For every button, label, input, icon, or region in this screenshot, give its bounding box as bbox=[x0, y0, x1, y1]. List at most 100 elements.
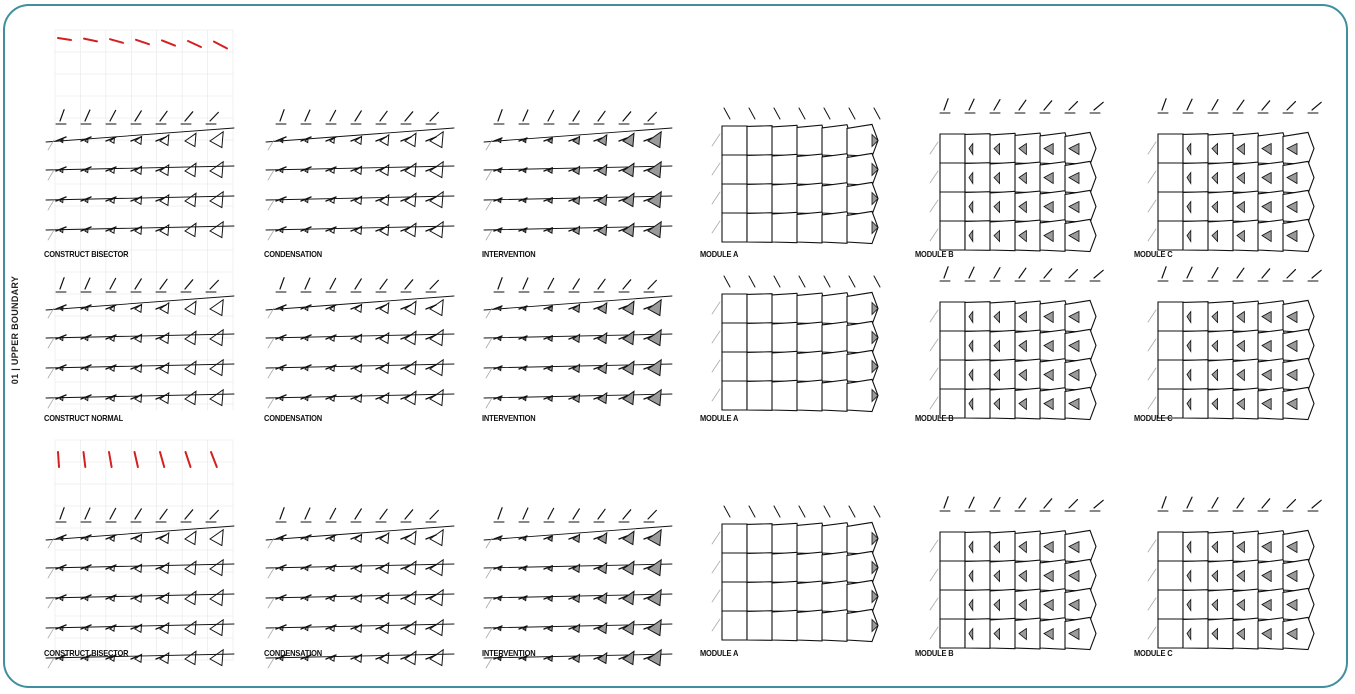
construct-wedge bbox=[210, 620, 223, 636]
tick-mark bbox=[210, 280, 218, 289]
module-cell bbox=[747, 213, 773, 243]
intervention-wedge bbox=[648, 390, 661, 406]
module-cell bbox=[747, 553, 773, 583]
construct-wedge bbox=[210, 300, 223, 316]
intervention-wedge bbox=[623, 301, 634, 314]
boundary-marker bbox=[160, 452, 164, 467]
boundary-marker bbox=[214, 42, 227, 49]
tick-mark bbox=[824, 506, 830, 517]
module-cell bbox=[1158, 163, 1183, 192]
module-cell bbox=[747, 611, 773, 641]
intervention-wedge bbox=[648, 162, 661, 178]
construct-wedge bbox=[380, 533, 389, 544]
tick-mark bbox=[280, 278, 284, 289]
construction-line bbox=[266, 128, 454, 142]
intervention-wedge bbox=[598, 533, 607, 544]
faint-slash bbox=[1148, 540, 1156, 552]
module-cell bbox=[940, 532, 965, 561]
tick-mark bbox=[724, 108, 730, 119]
construct-wedge bbox=[405, 591, 416, 604]
faint-slash bbox=[268, 170, 274, 180]
intervention-wedge bbox=[598, 303, 607, 314]
tick-mark bbox=[1287, 270, 1295, 278]
faint-slash bbox=[1148, 229, 1156, 241]
tick-mark bbox=[724, 276, 730, 287]
panel-caption: CONSTRUCT NORMAL bbox=[44, 413, 123, 423]
tick-mark bbox=[994, 498, 1000, 508]
tick-mark bbox=[135, 279, 141, 289]
tick-mark bbox=[994, 100, 1000, 110]
module-cell bbox=[772, 351, 799, 381]
tick-mark bbox=[135, 111, 141, 121]
tick-mark bbox=[185, 280, 193, 289]
tick-mark bbox=[330, 278, 336, 289]
construct-wedge bbox=[405, 133, 416, 146]
tick-mark bbox=[1287, 500, 1295, 508]
intervention-wedge bbox=[623, 331, 634, 344]
tick-mark bbox=[85, 110, 90, 121]
tick-mark bbox=[1212, 268, 1218, 278]
tick-mark bbox=[1094, 270, 1103, 278]
faint-slash bbox=[712, 192, 720, 204]
tick-mark bbox=[849, 506, 855, 517]
faint-slash bbox=[930, 569, 938, 581]
module-cell bbox=[722, 582, 747, 611]
module-cell bbox=[722, 611, 747, 640]
construct-wedge bbox=[380, 195, 389, 206]
faint-slash bbox=[486, 658, 492, 668]
tick-mark bbox=[280, 508, 284, 519]
construct-wedge bbox=[160, 303, 169, 314]
module-cell bbox=[797, 380, 826, 411]
tick-mark bbox=[749, 108, 755, 119]
module-cell bbox=[722, 155, 747, 184]
faint-slash bbox=[268, 338, 274, 348]
faint-slash bbox=[48, 598, 54, 608]
panel-caption: CONSTRUCT BISECTOR bbox=[44, 249, 128, 259]
tick-mark bbox=[1187, 497, 1192, 508]
construction-line bbox=[46, 296, 234, 310]
faint-slash bbox=[486, 598, 492, 608]
faint-slash bbox=[486, 628, 492, 638]
faint-slash bbox=[268, 628, 274, 638]
construct-wedge bbox=[185, 193, 196, 206]
module-cell bbox=[747, 294, 773, 324]
boundary-marker bbox=[135, 452, 138, 467]
faint-slash bbox=[1148, 569, 1156, 581]
faint-slash bbox=[48, 170, 54, 180]
boundary-marker bbox=[109, 452, 112, 467]
panel-caption: MODULE B bbox=[915, 413, 953, 423]
construct-wedge bbox=[380, 593, 389, 604]
faint-slash bbox=[268, 658, 274, 668]
tick-mark bbox=[523, 278, 528, 289]
construct-wedge bbox=[210, 390, 223, 406]
tick-mark bbox=[355, 111, 361, 121]
faint-slash bbox=[268, 230, 274, 240]
construct-wedge bbox=[160, 623, 169, 634]
tick-mark bbox=[1187, 99, 1192, 110]
tick-mark bbox=[573, 509, 579, 519]
panel-caption: MODULE B bbox=[915, 249, 953, 259]
faint-slash bbox=[1148, 368, 1156, 380]
tick-mark bbox=[548, 278, 554, 289]
intervention-wedge bbox=[648, 330, 661, 346]
tick-mark bbox=[405, 510, 413, 519]
tick-mark bbox=[1019, 100, 1026, 110]
intervention-wedge bbox=[648, 650, 661, 666]
tick-mark bbox=[648, 112, 656, 121]
module-cell bbox=[1158, 192, 1183, 221]
faint-slash bbox=[712, 619, 720, 631]
module-cell bbox=[772, 581, 799, 611]
construct-wedge bbox=[380, 393, 389, 404]
construct-wedge bbox=[380, 623, 389, 634]
tick-mark bbox=[874, 108, 880, 119]
faint-slash bbox=[268, 568, 274, 578]
tick-mark bbox=[573, 111, 579, 121]
faint-slash bbox=[1148, 598, 1156, 610]
boundary-marker bbox=[211, 452, 217, 467]
intervention-wedge bbox=[648, 300, 661, 316]
tick-mark bbox=[573, 279, 579, 289]
construct-wedge bbox=[405, 391, 416, 404]
tick-mark bbox=[110, 278, 116, 289]
module-cell bbox=[722, 352, 747, 381]
module-cell bbox=[772, 154, 799, 184]
